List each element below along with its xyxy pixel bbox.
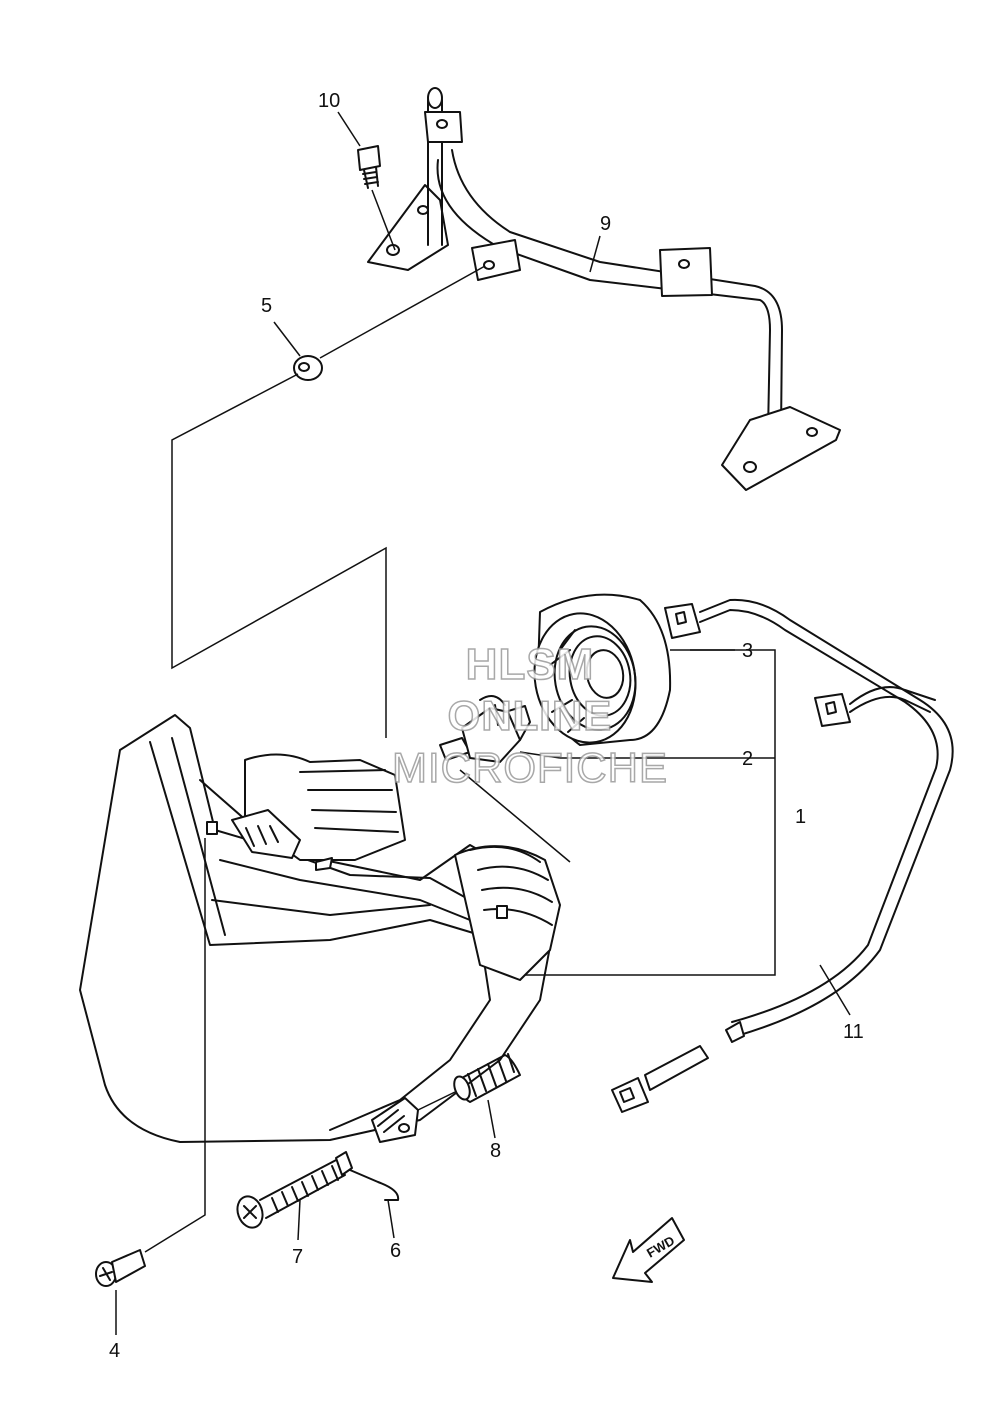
callout-3: 3 xyxy=(742,640,753,662)
headlight-stay-part-9 xyxy=(367,87,841,491)
callout-7: 7 xyxy=(292,1246,303,1268)
headlight-unit-part-1 xyxy=(79,649,776,1143)
callout-9: 9 xyxy=(600,213,611,235)
rivet-part-4 xyxy=(95,838,206,1335)
callout-6: 6 xyxy=(390,1240,401,1262)
grommet-part-5 xyxy=(171,265,486,738)
callout-8: 8 xyxy=(490,1140,501,1162)
watermark-line-3: MICROFICHE xyxy=(391,743,668,792)
bolt-part-10 xyxy=(357,145,396,251)
callout-10: 10 xyxy=(318,90,340,112)
callout-2: 2 xyxy=(742,748,753,770)
callout-1: 1 xyxy=(795,806,806,828)
bulb-part-2 xyxy=(439,695,571,863)
fwd-direction-arrow: FWD xyxy=(612,1217,685,1283)
callout-4: 4 xyxy=(109,1340,120,1362)
watermark-line-1: HLSM xyxy=(465,639,595,690)
wire-harness-part-11 xyxy=(611,598,954,1113)
spring-part-8 xyxy=(417,1053,521,1139)
callout-labels: 1 2 3 4 5 6 7 8 9 10 11 xyxy=(109,90,864,1362)
callout-11: 11 xyxy=(843,1021,864,1043)
callout-5: 5 xyxy=(261,295,272,317)
screw-part-7 xyxy=(236,1151,353,1241)
clip-part-6 xyxy=(349,1169,400,1239)
bulb-cover-part-3 xyxy=(533,593,672,746)
watermark-line-2: ONLINE xyxy=(447,691,613,740)
